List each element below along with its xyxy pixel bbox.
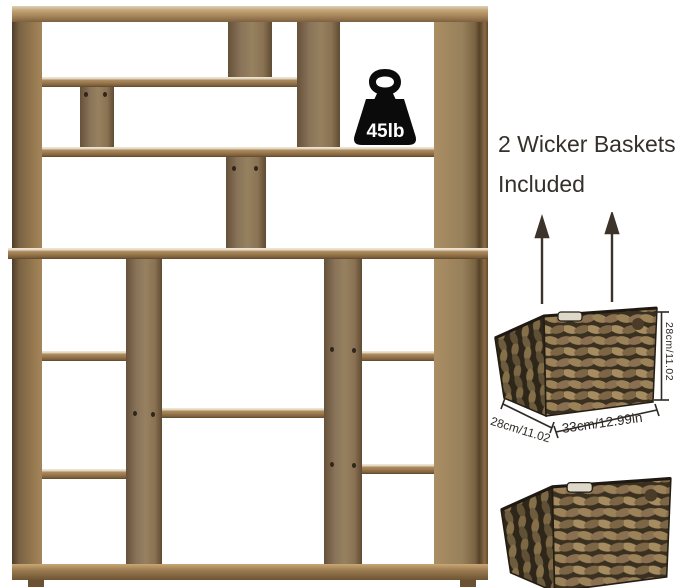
- shelf-board: [42, 147, 434, 157]
- basket-dimension-lines: [500, 311, 669, 439]
- shelf-pin-hole: [352, 463, 356, 468]
- shelf-pin-hole: [84, 92, 88, 97]
- weight-capacity-label: 45lb: [366, 121, 404, 142]
- shelf-pin-hole: [103, 92, 107, 97]
- shelf-divider: [324, 259, 362, 564]
- basket-handle-slot: [566, 482, 593, 493]
- basket-height-dimension-label: 28cm/11.02: [663, 322, 675, 382]
- bookshelf-graphic: [8, 6, 488, 587]
- shelf-board: [162, 408, 362, 418]
- shelf-pin-hole: [232, 166, 236, 171]
- shelf-pin-hole: [330, 347, 334, 352]
- bookshelf-top-board: [12, 6, 488, 22]
- shelf-pin-hole: [352, 348, 356, 353]
- bookshelf-foot: [460, 580, 476, 587]
- shelf-pin-hole: [330, 462, 334, 467]
- shelf-board-middle-junction: [8, 248, 488, 259]
- bookshelf-bottom-board: [12, 564, 488, 580]
- shelf-board: [42, 469, 126, 479]
- wicker-basket-top: [494, 306, 658, 418]
- shelf-pin-hole: [254, 166, 258, 171]
- shelf-divider: [226, 157, 266, 248]
- shelf-divider: [126, 259, 162, 564]
- shelf-board: [42, 351, 126, 361]
- basket-weave-knot: [644, 488, 658, 502]
- headline-line2: Included: [498, 171, 585, 197]
- basket-rim: [494, 306, 658, 340]
- basket-weave-knot: [632, 318, 644, 330]
- bookshelf-foot: [28, 580, 44, 587]
- wicker-basket-bottom: [500, 476, 672, 588]
- basket-handle-slot: [557, 311, 583, 322]
- bookshelf-right-panel: [434, 6, 488, 580]
- shelf-board: [362, 464, 434, 474]
- shelf-pin-hole: [133, 411, 137, 416]
- shelf-divider: [228, 22, 272, 77]
- basket-rim: [500, 476, 671, 512]
- shelf-board: [42, 77, 297, 87]
- headline-line1: 2 Wicker Baskets: [498, 131, 676, 157]
- up-arrows: [534, 212, 620, 304]
- basket-side-face: [500, 485, 556, 588]
- up-arrow-icon: [534, 212, 620, 304]
- shelf-divider: [297, 22, 340, 147]
- shelf-board: [362, 351, 434, 361]
- bookshelf-left-panel: [12, 6, 42, 580]
- shelf-divider: [80, 87, 114, 147]
- kettlebell-weight-icon: 45lb: [354, 69, 416, 145]
- shelf-pin-hole: [151, 412, 155, 417]
